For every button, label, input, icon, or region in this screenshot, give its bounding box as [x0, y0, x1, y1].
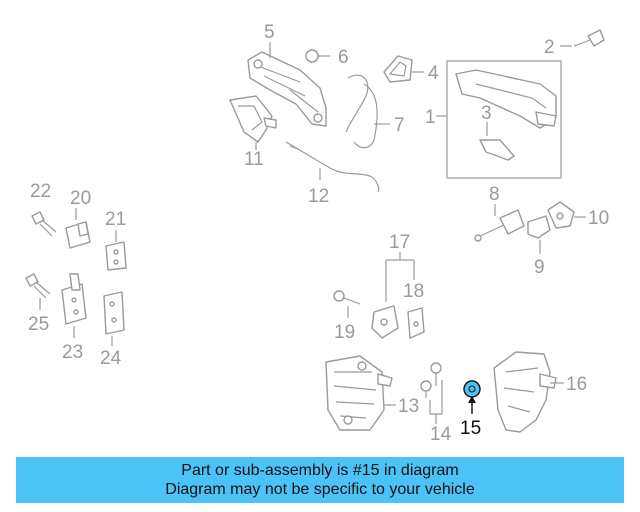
callout-7: 7 [394, 115, 405, 136]
callout-9: 9 [534, 257, 545, 278]
part-1-outside-handle[interactable] [455, 69, 557, 129]
callout-2: 2 [544, 37, 555, 58]
part-22-bolt[interactable] [31, 211, 57, 237]
callout-20: 20 [70, 188, 91, 209]
part-18-shim[interactable] [407, 307, 425, 339]
part-9-clip[interactable] [527, 215, 551, 239]
callout-23: 23 [62, 342, 83, 363]
callout-18: 18 [403, 281, 424, 302]
callout-14: 14 [430, 424, 452, 445]
banner-line-2: Diagram may not be specific to your vehi… [165, 481, 475, 498]
callout-25: 25 [28, 314, 49, 335]
part-12-rod[interactable] [285, 141, 380, 193]
part-4-gasket[interactable] [383, 55, 413, 83]
part-20-hinge[interactable] [65, 221, 91, 249]
part-23-hinge[interactable] [61, 273, 87, 325]
part-3-cap[interactable] [479, 139, 515, 161]
callout-12: 12 [308, 186, 329, 207]
callout-16: 16 [566, 374, 587, 395]
part-13-lock-actuator[interactable] [325, 355, 393, 431]
part-24-plate[interactable] [103, 291, 125, 335]
callout-1: 1 [425, 107, 436, 128]
callout-21: 21 [105, 209, 126, 230]
callout-5: 5 [264, 22, 275, 43]
leader-15-arrow [468, 396, 476, 403]
part-2-screw[interactable] [573, 29, 605, 47]
callout-19: 19 [334, 322, 355, 343]
part-info-banner: Part or sub-assembly is #15 in diagram D… [16, 457, 624, 503]
part-15-highlighted[interactable] [463, 380, 481, 398]
part-14-screws[interactable] [420, 362, 442, 398]
leader-14 [429, 380, 443, 424]
part-6-screw[interactable] [305, 49, 330, 63]
banner-line-1: Part or sub-assembly is #15 in diagram [181, 462, 459, 479]
part-10-bracket[interactable] [547, 201, 575, 229]
part-21-plate[interactable] [105, 241, 127, 271]
callout-17: 17 [389, 232, 410, 253]
callout-13: 13 [398, 396, 419, 417]
callout-24: 24 [100, 348, 122, 369]
callout-6: 6 [338, 47, 349, 68]
part-8-rod-clip[interactable] [474, 209, 525, 242]
part-25-bolt[interactable] [25, 273, 51, 299]
leader-17 [385, 252, 415, 302]
callout-22: 22 [30, 181, 51, 202]
callout-11: 11 [244, 149, 264, 170]
callout-3: 3 [481, 103, 492, 124]
assembly-1-box [446, 60, 562, 179]
callout-10: 10 [588, 208, 609, 229]
part-17-striker[interactable] [371, 305, 399, 339]
part-11-inside-handle[interactable] [229, 95, 277, 143]
callout-8: 8 [489, 184, 500, 205]
callout-4: 4 [428, 63, 439, 84]
part-16-bracket[interactable] [493, 351, 557, 433]
part-7-cable[interactable] [345, 74, 378, 149]
part-5-handle-frame[interactable] [247, 51, 327, 127]
part-19-screw[interactable] [333, 290, 361, 305]
parts-diagram: 5 6 4 7 11 12 1 3 [25, 22, 609, 445]
callout-15: 15 [460, 418, 481, 439]
